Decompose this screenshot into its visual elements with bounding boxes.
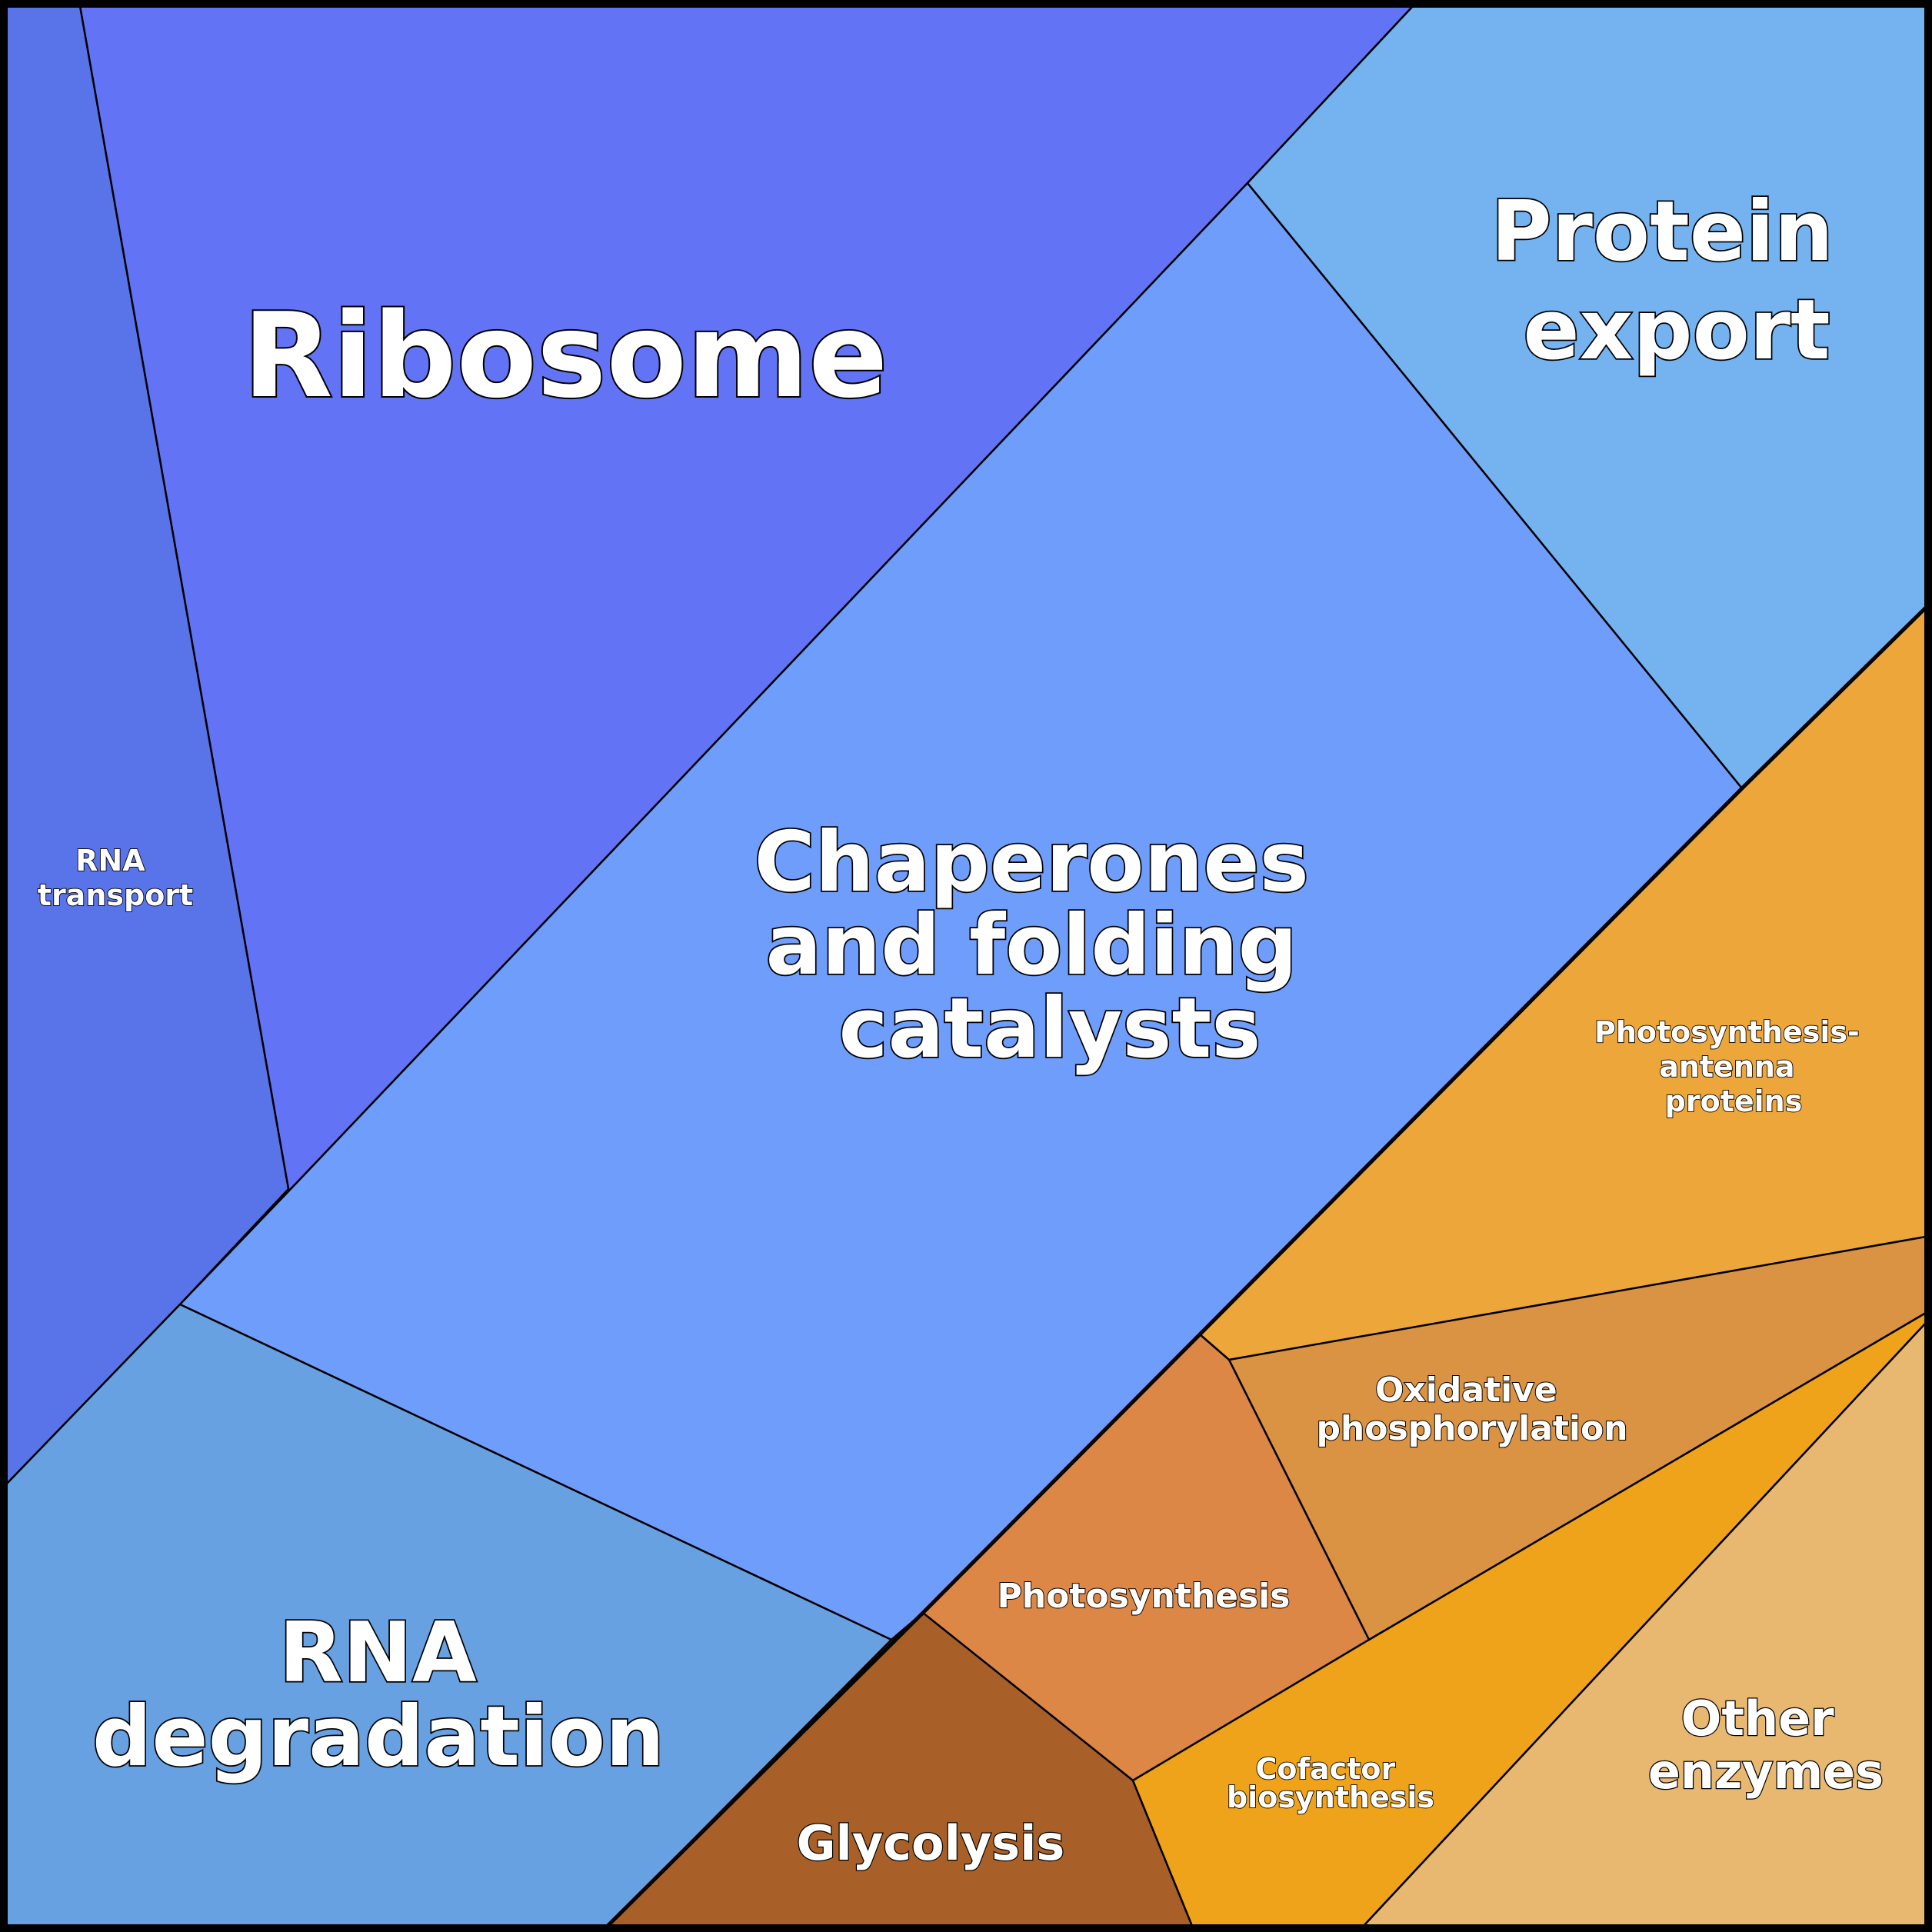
label-rna-degradation: RNA degradation bbox=[92, 1605, 665, 1785]
label-protein-export: Protein export bbox=[1491, 184, 1862, 378]
label-oxidative-phosphorylation: Oxidative phosphorylation bbox=[1316, 1371, 1627, 1448]
label-ribosome: Ribosome bbox=[243, 288, 888, 424]
label-chaperones: Chaperones and folding catalysts bbox=[754, 814, 1337, 1077]
label-photosynthesis: Photosynthesis bbox=[998, 1577, 1291, 1616]
label-photosynthesis-antenna: Photosynthesis- antenna proteins bbox=[1594, 1015, 1870, 1118]
label-glycolysis: Glycolysis bbox=[797, 1815, 1065, 1871]
label-other-enzymes: Other enzymes bbox=[1648, 1690, 1884, 1800]
label-rna-transport: RNA transport bbox=[38, 844, 193, 912]
group-boundary bbox=[606, 606, 1927, 1927]
label-cofactor-biosynthesis: Cofactor biosynthesis bbox=[1227, 1752, 1434, 1814]
